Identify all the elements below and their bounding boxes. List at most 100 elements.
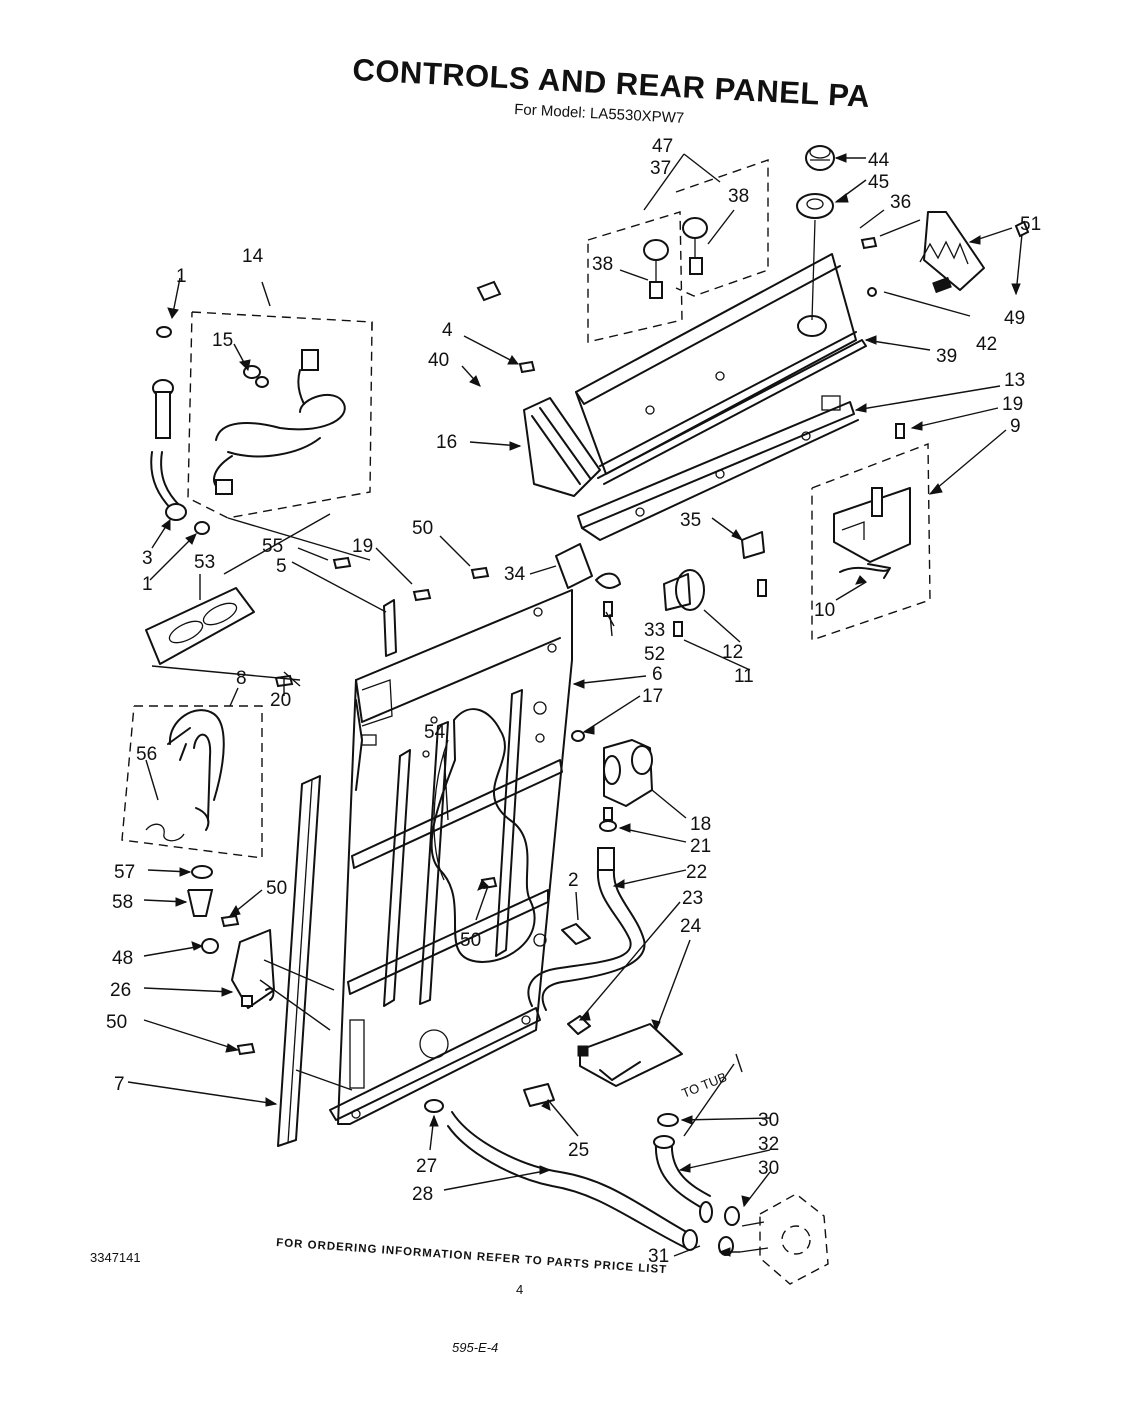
switch-24 <box>577 1023 683 1087</box>
callout-14: 14 <box>242 246 264 267</box>
pump-housing-ghost <box>739 1193 829 1285</box>
arrowheads <box>161 153 1021 1257</box>
callout-12: 12 <box>722 642 743 663</box>
callout-56: 56 <box>136 744 157 765</box>
drain-hose-8 <box>145 709 225 842</box>
callout-4: 4 <box>442 320 453 341</box>
callout-6: 6 <box>652 664 663 685</box>
group-box-14 <box>187 281 373 519</box>
console-bracket <box>577 395 859 541</box>
callout-37: 37 <box>650 158 671 179</box>
callout-47: 47 <box>652 136 673 157</box>
callout-50d: 50 <box>106 1012 127 1033</box>
callout-15: 15 <box>212 330 233 351</box>
callout-50a: 50 <box>412 518 433 539</box>
fittings-57-58 <box>187 865 219 954</box>
callout-42: 42 <box>976 334 997 355</box>
callout-50b: 50 <box>266 878 287 899</box>
knob-44 <box>805 145 835 171</box>
callout-30b: 30 <box>758 1158 779 1179</box>
hose-32 <box>653 1135 713 1223</box>
callout-28: 28 <box>412 1184 433 1205</box>
page-number: 4 <box>516 1282 523 1297</box>
callout-39: 39 <box>936 346 957 367</box>
clamp-23 <box>567 1015 591 1035</box>
callout-22: 22 <box>686 862 707 883</box>
callout-27: 27 <box>416 1156 437 1177</box>
callout-24: 24 <box>680 916 702 937</box>
callout-50c: 50 <box>460 930 481 951</box>
callout-19a: 19 <box>352 536 373 557</box>
callout-54: 54 <box>424 722 446 743</box>
callout-51: 51 <box>1020 214 1041 235</box>
to-tub-label: TO TUB <box>680 1069 729 1101</box>
callout-1b: 1 <box>142 574 153 595</box>
switch-12 <box>663 569 705 611</box>
group-box-37 <box>587 211 683 343</box>
callout-labels: 1 14 15 3 1 53 55 5 19 50 34 4 40 16 47 … <box>106 136 1041 1267</box>
power-cord-14 <box>213 349 346 495</box>
console-end-cap-right <box>919 211 985 294</box>
bracket-5 <box>383 599 397 657</box>
callout-31: 31 <box>648 1246 669 1267</box>
clamp-21 <box>599 820 617 832</box>
clamp-27 <box>424 1099 444 1113</box>
callout-16: 16 <box>436 432 457 453</box>
callout-21: 21 <box>690 836 711 857</box>
callout-7: 7 <box>114 1074 125 1095</box>
capacitor-34 <box>555 543 593 589</box>
callout-18: 18 <box>690 814 711 835</box>
callout-36: 36 <box>890 192 911 213</box>
callout-38b: 38 <box>728 186 749 207</box>
footer-note: FOR ORDERING INFORMATION REFER TO PARTS … <box>276 1237 668 1276</box>
callout-17: 17 <box>642 686 663 707</box>
knob-38b <box>682 217 708 275</box>
callout-52: 52 <box>644 644 665 665</box>
group-box-47 <box>675 159 769 297</box>
callout-3: 3 <box>142 548 153 569</box>
leader-lines <box>127 153 1023 1257</box>
group-box-9 <box>811 442 931 641</box>
control-console <box>575 253 867 485</box>
callout-1: 1 <box>176 266 187 287</box>
hose-3 <box>150 379 187 521</box>
callout-8: 8 <box>236 668 247 689</box>
callout-9: 9 <box>1010 416 1021 437</box>
callout-23: 23 <box>682 888 703 909</box>
switch-35 <box>741 531 765 559</box>
callout-45: 45 <box>868 172 889 193</box>
callout-10: 10 <box>814 600 835 621</box>
callout-20: 20 <box>270 690 291 711</box>
handwritten-ref: 595-E-4 <box>452 1340 498 1355</box>
knob-38a <box>643 239 669 299</box>
timer <box>833 487 911 579</box>
callout-5: 5 <box>276 556 287 577</box>
callout-32: 32 <box>758 1134 779 1155</box>
valve-18 <box>603 739 653 821</box>
group-box-8 <box>121 687 263 859</box>
callout-2: 2 <box>568 870 579 891</box>
callout-38a: 38 <box>592 254 613 275</box>
hose-22 <box>527 847 646 1011</box>
callout-25: 25 <box>568 1140 589 1161</box>
callout-19b: 19 <box>1002 394 1023 415</box>
console-end-cap <box>523 397 601 497</box>
screws <box>220 220 1030 1056</box>
page-title: CONTROLS AND REAR PANEL PARTS For Model:… <box>352 52 868 127</box>
callout-34: 34 <box>504 564 526 585</box>
rear-panel <box>329 589 573 1125</box>
callout-48: 48 <box>112 948 133 969</box>
callout-11: 11 <box>734 666 754 687</box>
doc-number: 3347141 <box>90 1250 141 1265</box>
callout-57: 57 <box>114 862 135 883</box>
callout-49: 49 <box>1004 308 1025 329</box>
callout-30a: 30 <box>758 1110 779 1131</box>
callout-40: 40 <box>428 350 449 371</box>
callout-13: 13 <box>1004 370 1025 391</box>
callout-55: 55 <box>262 536 283 557</box>
callout-58: 58 <box>112 892 133 913</box>
hose-28 <box>447 1111 698 1251</box>
callout-26: 26 <box>110 980 131 1001</box>
